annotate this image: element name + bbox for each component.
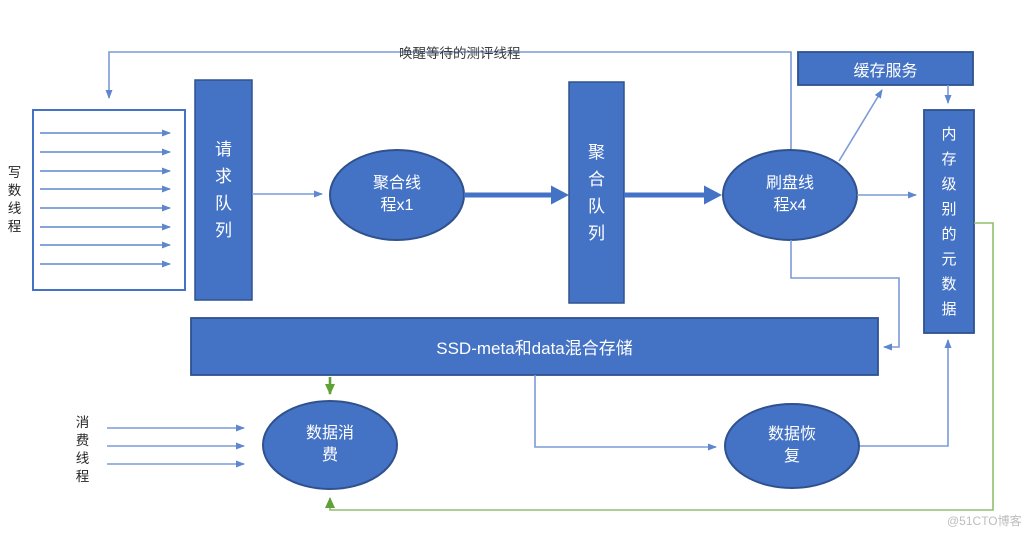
aggqueue-to-flushthread-arrow	[624, 185, 722, 205]
consume-thread-arrows	[107, 424, 245, 468]
data-consume-label: 数据消费	[305, 425, 354, 464]
cache-service-label: 缓存服务	[853, 62, 918, 80]
consume-threads-label: 消费线程	[75, 415, 90, 484]
write-threads-box	[32, 109, 186, 291]
aggregate-thread-label: 聚合线程x1	[372, 175, 421, 214]
watermark: @51CTO博客	[947, 514, 1022, 528]
data-consume-ellipse	[262, 400, 398, 490]
ssd-storage-box	[190, 317, 879, 376]
flush-to-ssd-connector	[790, 240, 900, 351]
wake-note-label: 唤醒等待的测评线程	[399, 46, 521, 61]
request-queue-box	[194, 79, 253, 301]
ssd-to-recovery-connector	[534, 375, 717, 451]
request-queue-label: 请求队列	[215, 140, 232, 240]
data-recovery-ellipse	[724, 403, 860, 489]
write-threads-label: 写数线程	[7, 165, 22, 234]
cache-service-box	[797, 51, 974, 86]
aggthread-to-aggqueue-arrow	[464, 185, 569, 205]
write-thread-arrows	[40, 129, 171, 268]
ssd-storage-label: SSD-meta和data混合存储	[436, 339, 633, 358]
recovery-to-metadata-connector	[859, 339, 952, 447]
data-recovery-label: 数据恢复	[767, 426, 816, 465]
memory-metadata-box	[923, 109, 975, 334]
wake-feedback-connector	[105, 51, 792, 150]
memory-metadata-label: 内存级别的元数据	[941, 125, 957, 318]
aggregate-queue-box	[568, 81, 625, 304]
flush-thread-label: 刷盘线程x4	[765, 175, 814, 214]
aggregate-queue-label: 聚合队列	[588, 142, 605, 243]
flush-to-cache-connector	[838, 89, 883, 162]
metadata-to-consume-connector	[325, 222, 994, 511]
